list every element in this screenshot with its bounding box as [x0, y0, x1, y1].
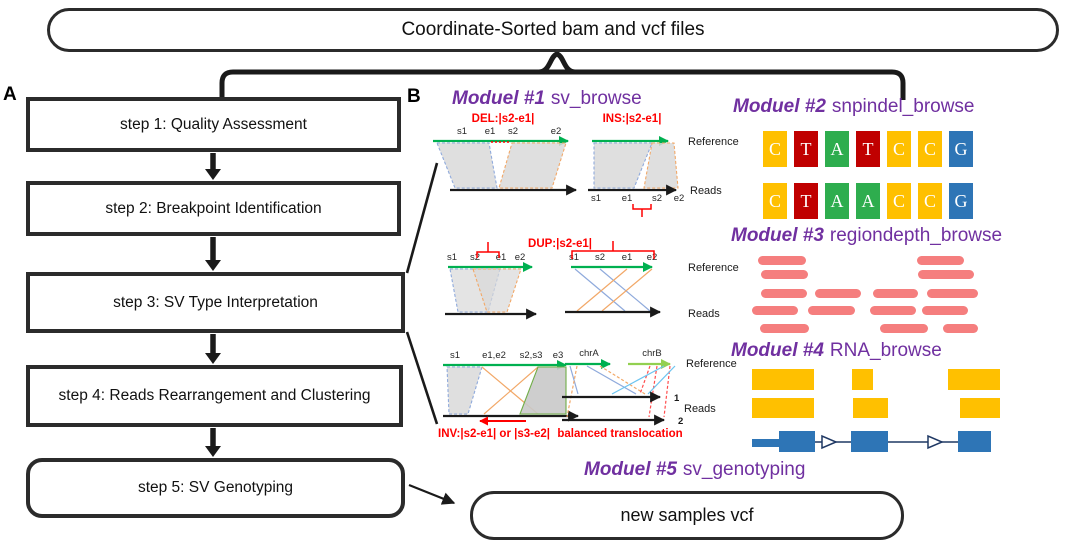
- svg-text:s1: s1: [591, 193, 601, 204]
- ins-diagram: INS:|s2-e1| s1 e1 s2 e2 Reference Reads: [588, 113, 739, 217]
- reference-label-row1: Reference: [688, 136, 739, 148]
- base-tile-C: C: [887, 183, 911, 219]
- step-5-box: step 5: SV Genotyping: [26, 458, 405, 518]
- svg-text:e2: e2: [515, 252, 526, 263]
- svg-text:s2: s2: [508, 126, 518, 137]
- step-4-label: step 4: Reads Rearrangement and Clusteri…: [58, 387, 371, 404]
- svg-text:s2,s3: s2,s3: [520, 350, 543, 361]
- base-tile-T: T: [856, 131, 880, 167]
- svg-text:e2: e2: [551, 126, 562, 137]
- svg-text:chrB: chrB: [642, 348, 662, 359]
- svg-text:e1: e1: [622, 193, 633, 204]
- base-tile-A: A: [856, 183, 880, 219]
- base-tile-T: T: [794, 183, 818, 219]
- svg-text:e3: e3: [553, 350, 564, 361]
- panel-b-label: B: [407, 86, 421, 107]
- svg-text:s1: s1: [457, 126, 467, 137]
- step-1-label: step 1: Quality Assessment: [120, 115, 307, 133]
- del-diagram: DEL:|s2-e1| s1 e1 s2 e2: [433, 113, 578, 196]
- module-5-id: Moduel #5: [584, 459, 677, 480]
- base-tile-G: G: [949, 131, 973, 167]
- step-3-label: step 3: SV Type Interpretation: [113, 293, 318, 311]
- module-4-name: RNA_browse: [829, 340, 942, 361]
- svg-text:e2: e2: [647, 252, 658, 263]
- svg-text:s1: s1: [450, 350, 460, 361]
- reads-label-row3: Reads: [684, 403, 716, 415]
- svg-text:e2: e2: [674, 193, 685, 204]
- base-tile-C: C: [763, 131, 787, 167]
- step-4-box: step 4: Reads Rearrangement and Clusteri…: [26, 365, 403, 427]
- base-tile-C: C: [918, 183, 942, 219]
- base-tile-T: T: [794, 131, 818, 167]
- module-1-name: sv_browse: [550, 88, 642, 109]
- svg-text:s1: s1: [569, 252, 579, 263]
- svg-text:s2: s2: [470, 252, 480, 263]
- dup-diagram: DUP:|s2-e1| s1 s2 e1 e2 s1 s2 e1 e2 Refe…: [445, 238, 739, 320]
- translocation-diagram: chrA chrB 1 2 Reference Reads balanced t…: [557, 348, 736, 440]
- step3-module1-links: [405, 162, 439, 425]
- base-tile-G: G: [949, 183, 973, 219]
- reference-label-row3: Reference: [686, 358, 737, 370]
- step-1-box: step 1: Quality Assessment: [26, 97, 401, 152]
- svg-text:s2: s2: [595, 252, 605, 263]
- svg-text:chrA: chrA: [579, 348, 599, 359]
- base-tile-A: A: [825, 183, 849, 219]
- base-tile-A: A: [825, 131, 849, 167]
- svg-text:e1: e1: [622, 252, 633, 263]
- step-5-label: step 5: SV Genotyping: [137, 479, 294, 496]
- base-tile-C: C: [887, 131, 911, 167]
- translocation-caption: balanced translocation: [557, 428, 682, 440]
- output-vcf-box: new samples vcf: [470, 491, 904, 540]
- module-1-id: Moduel #1: [452, 88, 545, 109]
- reads-label-row2: Reads: [688, 308, 720, 320]
- ins-caption: INS:|s2-e1|: [603, 113, 662, 125]
- rna-coverage-blocks: [752, 369, 1000, 418]
- step-3-box: step 3: SV Type Interpretation: [26, 272, 405, 333]
- module-3-id: Moduel #3: [731, 225, 824, 246]
- inv-diagram: s1 e1,e2 s2,s3 e3 INV:|s2-e1| or |s3-e2|: [438, 350, 580, 440]
- module-4-id: Moduel #4: [731, 340, 824, 361]
- module-2-id: Moduel #2: [733, 96, 826, 117]
- input-files-box: Coordinate-Sorted bam and vcf files: [47, 8, 1059, 52]
- input-files-label: Coordinate-Sorted bam and vcf files: [401, 19, 705, 40]
- del-caption: DEL:|s2-e1|: [472, 113, 535, 125]
- intron-arrow-icon: [927, 434, 944, 450]
- module-3-name: regiondepth_browse: [829, 225, 1003, 246]
- svg-text:s2: s2: [652, 193, 662, 204]
- brace-curl: [538, 51, 576, 75]
- step-2-label: step 2: Breakpoint Identification: [105, 199, 322, 217]
- svg-text:e1: e1: [496, 252, 507, 263]
- step-2-box: step 2: Breakpoint Identification: [26, 181, 401, 236]
- gene-model: [752, 431, 991, 452]
- svg-text:e1,e2: e1,e2: [482, 350, 506, 361]
- svg-text:1: 1: [674, 393, 680, 404]
- regiondepth-reads: [752, 256, 978, 333]
- svg-text:2: 2: [678, 416, 683, 427]
- step5-output-arrow: [408, 483, 456, 505]
- reads-label-row1: Reads: [690, 185, 722, 197]
- svg-text:s1: s1: [447, 252, 457, 263]
- reference-label-row2: Reference: [688, 262, 739, 274]
- module-5-name: sv_genotyping: [682, 459, 806, 480]
- base-tile-C: C: [763, 183, 787, 219]
- dup-caption: DUP:|s2-e1|: [528, 238, 592, 250]
- svg-text:e1: e1: [485, 126, 496, 137]
- module-2-name: snpindel_browse: [831, 96, 975, 117]
- intron-arrow-icon: [821, 434, 838, 450]
- base-tile-C: C: [918, 131, 942, 167]
- inv-caption: INV:|s2-e1| or |s3-e2|: [438, 428, 550, 440]
- output-vcf-label: new samples vcf: [620, 505, 754, 525]
- panel-a-label: A: [3, 84, 17, 105]
